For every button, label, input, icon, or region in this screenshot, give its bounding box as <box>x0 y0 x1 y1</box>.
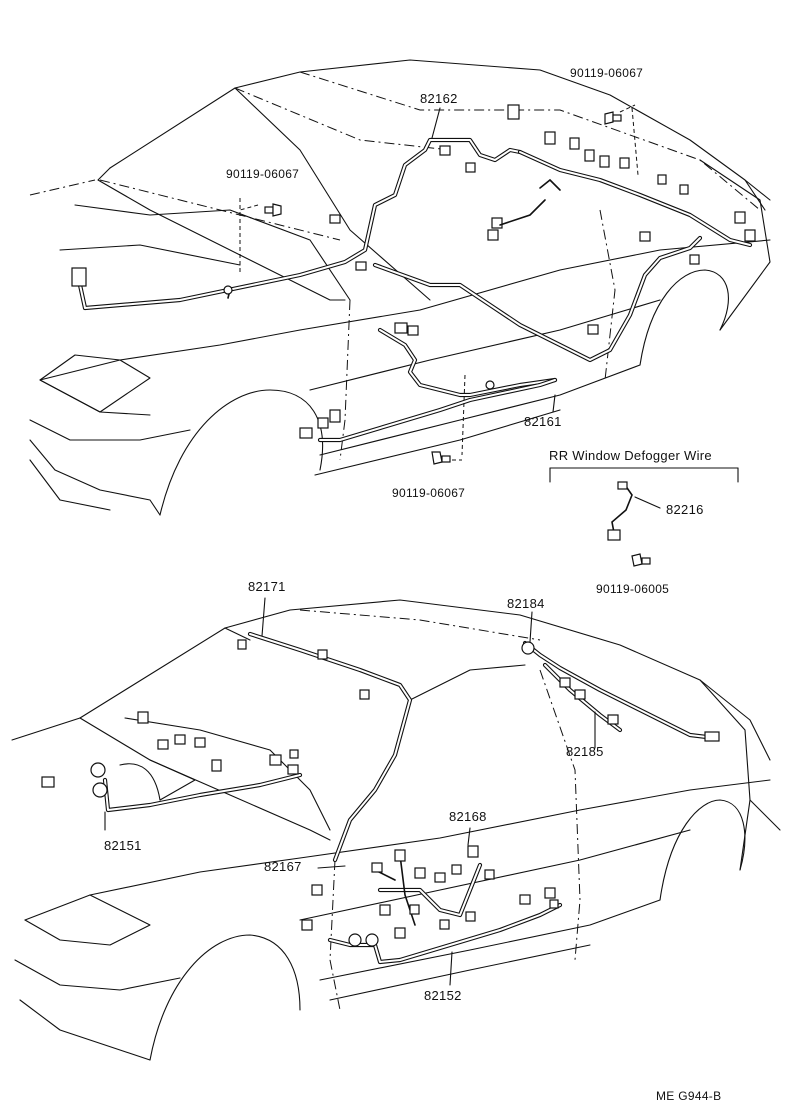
part-number-82171: 82171 <box>248 579 286 594</box>
leader-lines-bottom <box>104 597 596 986</box>
part-number-82152: 82152 <box>424 988 462 1003</box>
harness-82152 <box>301 845 563 965</box>
part-number-82161: 82161 <box>524 414 562 429</box>
part-number-82168: 82168 <box>449 809 487 824</box>
part-number-82184: 82184 <box>507 596 545 611</box>
harness-82171 <box>237 631 413 863</box>
bolt-references-top <box>239 104 639 465</box>
lower-car-body <box>11 599 781 1061</box>
upper-car-body <box>29 59 771 516</box>
bolt-part-number: 90119-06005 <box>596 582 670 596</box>
bolt-icon <box>604 111 622 125</box>
defogger-wire-illustration <box>549 467 739 567</box>
bolt-icon <box>431 451 451 465</box>
part-number-82185: 82185 <box>566 744 604 759</box>
part-number-82167: 82167 <box>264 859 302 874</box>
harness-82151 <box>41 711 303 813</box>
harness-82161 <box>299 231 703 443</box>
diagram-code: ME G944-B <box>656 1089 722 1103</box>
bolt-part-number: 90119-06067 <box>570 66 644 80</box>
harness-82184-82185 <box>521 640 720 742</box>
harness-82162 <box>71 104 756 311</box>
bolt-icon <box>631 553 651 567</box>
defogger-section-title: RR Window Defogger Wire <box>549 448 712 463</box>
leader-lines-top <box>431 107 556 413</box>
part-number-82162: 82162 <box>420 91 458 106</box>
bolt-part-number: 90119-06067 <box>392 486 466 500</box>
bolt-icon <box>264 203 282 217</box>
bolt-part-number: 90119-06067 <box>226 167 300 181</box>
part-number-82216: 82216 <box>666 502 704 517</box>
part-number-82151: 82151 <box>104 838 142 853</box>
